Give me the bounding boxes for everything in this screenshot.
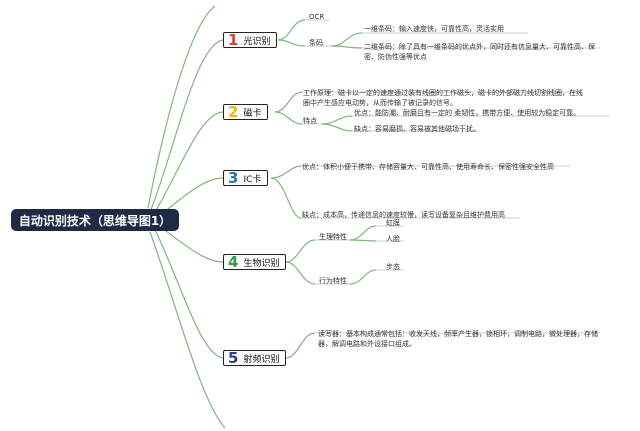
leaf-barcode: 条码: [309, 39, 323, 47]
leaf-1d-barcode: 一维条码：输入速度快，可靠性高，灵活实用: [364, 25, 504, 33]
branch-label: 光识别: [243, 36, 271, 47]
branch-number: 1: [228, 31, 239, 49]
leaf-magnetic-pros: 优点：能防潮、耐磨且有一定的 柔韧性，携带方便、使用较为稳定可靠。: [354, 109, 581, 117]
connector-barcode-1d: [331, 32, 363, 47]
connector-root-branch2: [154, 111, 224, 213]
leaf-gait: 步态: [386, 263, 400, 271]
branch-number: 4: [228, 253, 239, 271]
connector-branch4-physio: [285, 239, 316, 263]
connector-physio-iris: [349, 225, 377, 241]
leaf-face: 人脸: [386, 235, 400, 243]
connector-root-extra-bottom: [149, 231, 226, 429]
leaf-features: 特点: [303, 117, 317, 125]
connector-branch2-feature: [274, 111, 303, 125]
branch-label: IC卡: [243, 174, 262, 185]
root-node: 自动识别技术（思维导图1）: [11, 209, 179, 231]
branch-node-ic-card: 3 IC卡: [223, 169, 269, 187]
leaf-physiological: 生理特性: [319, 233, 347, 241]
connector-root-branch3: [161, 177, 224, 215]
connector-root-extra-top: [147, 5, 216, 209]
leaf-2d-barcode: 二维条码：除了具有一维条码的优点外，同时还有信息量大、可靠性高、保密、防伪性强等…: [364, 43, 595, 61]
branch-number: 3: [228, 169, 239, 187]
branch-label: 生物识别: [243, 258, 280, 269]
leaf-working-principle: 工作原理：磁卡以一定的速度通过装有线圈的工作磁头，磁卡的外部磁力线切割线圈，在线…: [303, 89, 583, 107]
branch-node-biometric: 4 生物识别: [223, 253, 287, 271]
root-title: 自动识别技术（思维导图1）: [18, 213, 172, 228]
leaf-ic-cons: 缺点：成本高，传递信息的速度较慢，读写设备复杂且维护费用高: [302, 211, 505, 219]
branch-node-magnetic-card: 2 磁卡: [223, 103, 269, 121]
connector-branch3-pro: [270, 165, 302, 179]
branch-number: 5: [228, 349, 239, 367]
branch-number: 2: [228, 103, 239, 121]
leaf-ocr: OCR: [309, 13, 325, 21]
connector-feature-con: [321, 123, 353, 132]
connector-branch5-reader: [285, 332, 316, 359]
connector-barcode-2d: [331, 45, 363, 49]
connector-branch2-principle: [274, 91, 303, 113]
branch-node-rfid: 5 射频识别: [223, 349, 287, 367]
leaf-iris: 虹膜: [386, 219, 400, 227]
leaf-behavioral: 行为特性: [319, 277, 347, 285]
branch-label: 磁卡: [243, 108, 262, 119]
connector-root-branch1: [149, 39, 224, 213]
connector-root-branch5: [154, 229, 224, 359]
connector-physio-face: [349, 239, 377, 242]
leaf-reader: 读写器：基本构成通常包括：收发天线，频率产生器，锁相环，调制电路，微处理器，存储…: [318, 330, 598, 348]
branch-node-light-recognition: 1 光识别: [223, 31, 278, 49]
connector-branch1-ocr: [277, 19, 306, 41]
connector-branch4-behavior: [285, 261, 316, 285]
connector-feature-pro: [321, 115, 353, 125]
connector-root-branch4: [161, 227, 224, 263]
connector-branch3-con: [270, 177, 302, 219]
leaf-ic-pros: 优点：体积小便于携带、存储容量大、可靠性高、使用寿命长、保密性强安全性高: [302, 163, 554, 171]
leaf-magnetic-cons: 缺点：容易磨损、容易被其他磁场干扰。: [354, 125, 480, 133]
connector-branch1-barcode: [277, 39, 306, 47]
branch-label: 射频识别: [243, 354, 280, 365]
connector-behavior-gait: [349, 269, 377, 285]
